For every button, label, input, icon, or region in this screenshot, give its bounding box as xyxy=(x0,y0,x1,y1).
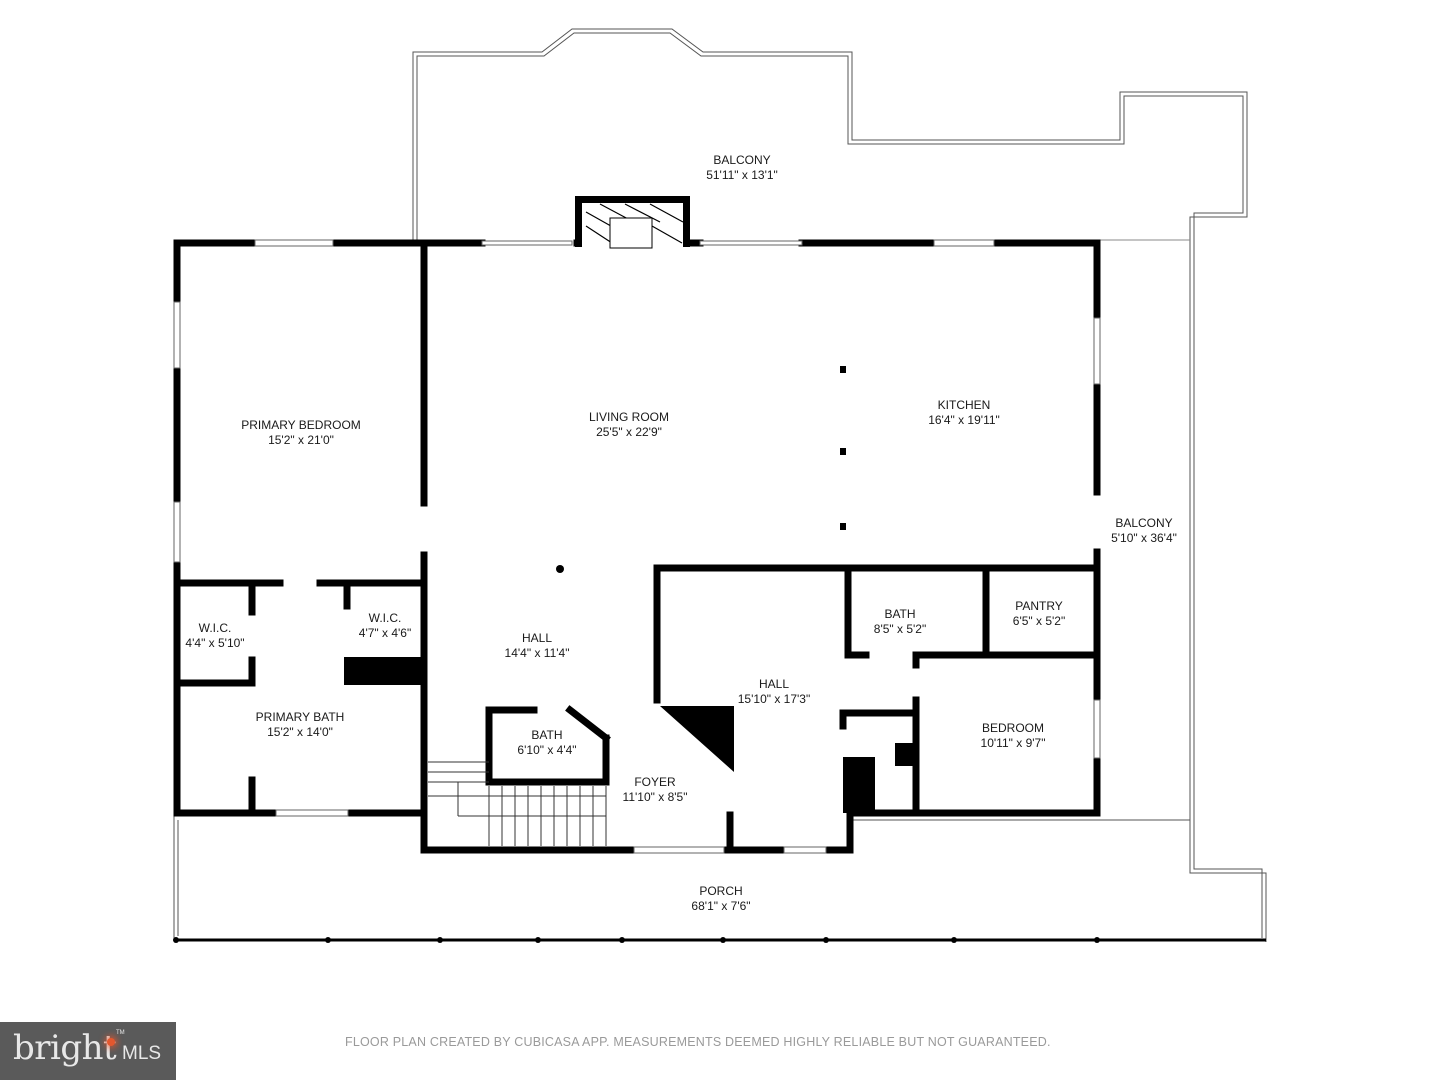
windows xyxy=(173,239,1101,854)
columns xyxy=(556,366,846,573)
logo-word: bright xyxy=(13,1028,117,1068)
room-wic-left: W.I.C.4'4" x 5'10" xyxy=(185,621,245,650)
balcony-top-outline xyxy=(412,28,1267,942)
logo-suffix: MLS xyxy=(122,1043,162,1064)
stairs xyxy=(428,761,607,846)
fireplace xyxy=(575,196,690,249)
bright-mls-logo: bright TM MLS xyxy=(0,1022,176,1080)
walls xyxy=(173,239,1101,854)
logo-trademark: TM xyxy=(116,1030,125,1036)
room-wic-right: W.I.C.4'7" x 4'6" xyxy=(358,611,412,640)
solid-blocks xyxy=(344,657,915,813)
porch-posts xyxy=(173,937,1100,943)
logo-spark-icon xyxy=(107,1038,115,1046)
disclaimer-text: FLOOR PLAN CREATED BY CUBICASA APP. MEAS… xyxy=(345,1035,1051,1049)
porch-outline xyxy=(173,816,1190,940)
